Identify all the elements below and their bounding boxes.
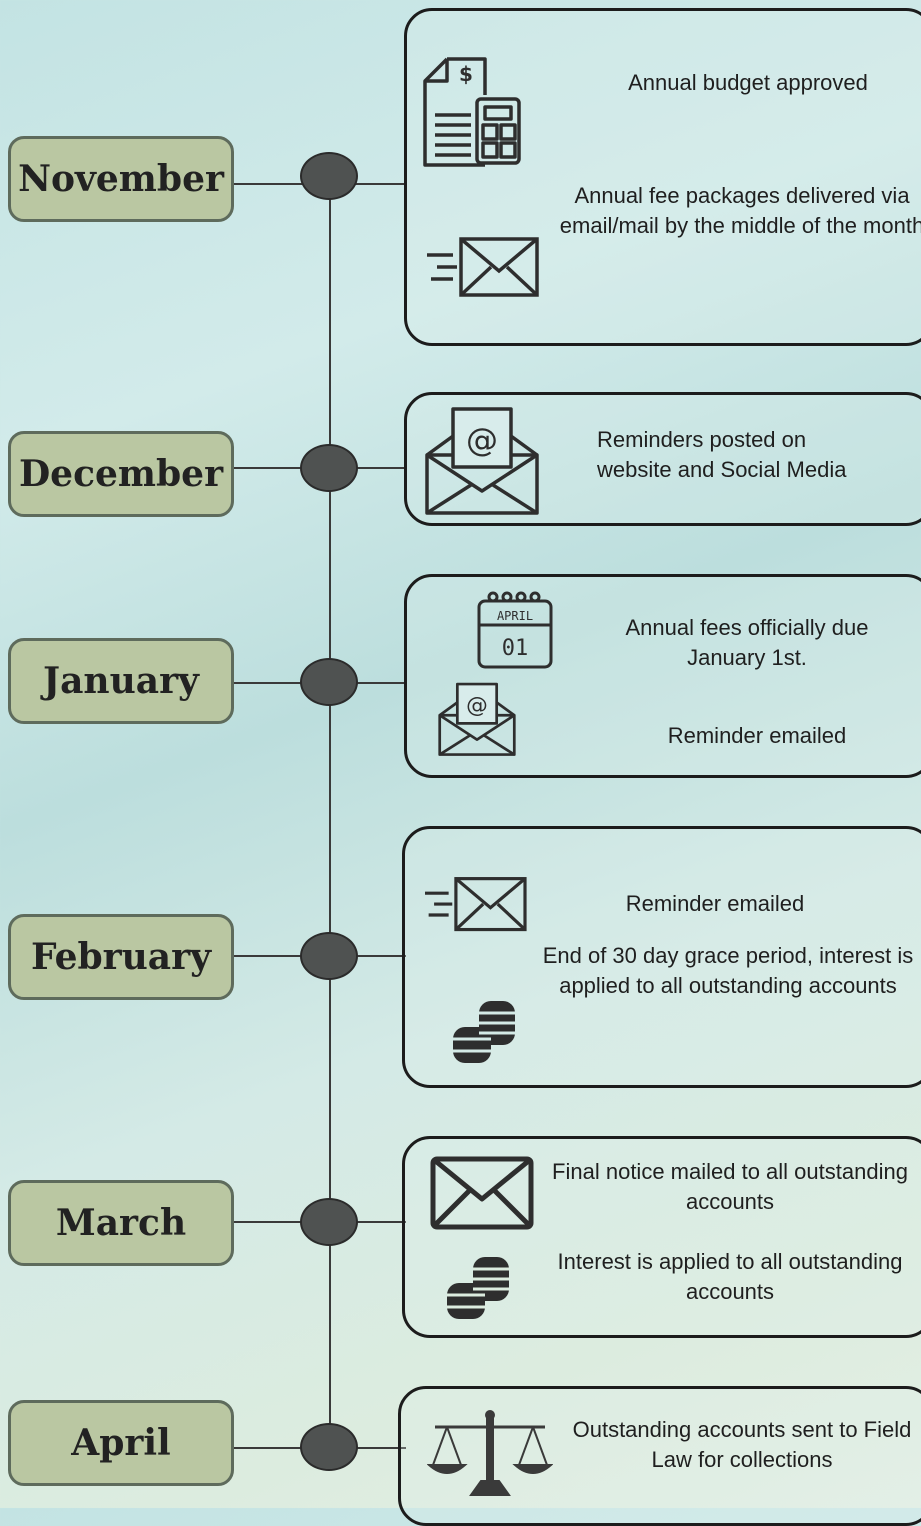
timeline-node bbox=[300, 932, 358, 980]
event-card-april: Outstanding accounts sent to Field Law f… bbox=[398, 1386, 921, 1526]
calendar-icon: APRIL 01 bbox=[477, 591, 553, 669]
event-text: Reminder emailed bbox=[625, 891, 805, 916]
event-card-january: APRIL 01 @ Annual fees officially due Ja… bbox=[404, 574, 921, 778]
coins-icon bbox=[447, 1257, 509, 1319]
event-text: Annual fee packages delivered via email/… bbox=[559, 183, 921, 238]
svg-text:01: 01 bbox=[502, 636, 529, 661]
event-card-november: $ Annual budget approved Annual fee pack… bbox=[404, 8, 921, 346]
event-text: Interest is applied to all outstanding a… bbox=[557, 1249, 903, 1304]
timeline-node bbox=[300, 1198, 358, 1246]
svg-text:$: $ bbox=[459, 62, 473, 86]
event-card-march: Final notice mailed to all outstanding a… bbox=[402, 1136, 921, 1338]
event-text: Outstanding accounts sent to Field Law f… bbox=[572, 1417, 912, 1472]
timeline-node bbox=[300, 152, 358, 200]
email-at-envelope-icon: @ bbox=[438, 682, 516, 756]
event-text: Annual fees officially due January 1st. bbox=[625, 615, 869, 670]
month-label-april: April bbox=[8, 1400, 234, 1486]
coins-icon bbox=[453, 1001, 515, 1063]
month-label-january: January bbox=[8, 638, 234, 724]
invoice-calculator-icon: $ bbox=[423, 57, 521, 167]
email-at-envelope-icon: @ bbox=[425, 407, 539, 515]
event-text: Annual budget approved bbox=[628, 70, 868, 95]
month-label-november: November bbox=[8, 136, 234, 222]
svg-text:@: @ bbox=[466, 694, 488, 719]
timeline-spine bbox=[329, 175, 331, 1447]
event-text: Reminders posted on website and Social M… bbox=[597, 427, 847, 482]
month-label-december: December bbox=[8, 431, 234, 517]
svg-text:APRIL: APRIL bbox=[497, 609, 533, 623]
event-text: End of 30 day grace period, interest is … bbox=[542, 943, 914, 998]
timeline-node bbox=[300, 444, 358, 492]
event-text: Reminder emailed bbox=[667, 723, 847, 748]
event-card-december: @ Reminders posted on website and Social… bbox=[404, 392, 921, 526]
event-text: Final notice mailed to all outstanding a… bbox=[552, 1159, 908, 1214]
scales-of-justice-icon bbox=[427, 1410, 553, 1496]
svg-text:@: @ bbox=[466, 421, 498, 459]
event-card-february: Reminder emailed End of 30 day grace per… bbox=[402, 826, 921, 1088]
timeline-node bbox=[300, 658, 358, 706]
fast-mail-icon bbox=[427, 237, 539, 297]
fast-mail-icon bbox=[425, 877, 527, 932]
month-label-march: March bbox=[8, 1180, 234, 1266]
envelope-icon bbox=[430, 1156, 534, 1230]
timeline-node bbox=[300, 1423, 358, 1471]
month-label-february: February bbox=[8, 914, 234, 1000]
